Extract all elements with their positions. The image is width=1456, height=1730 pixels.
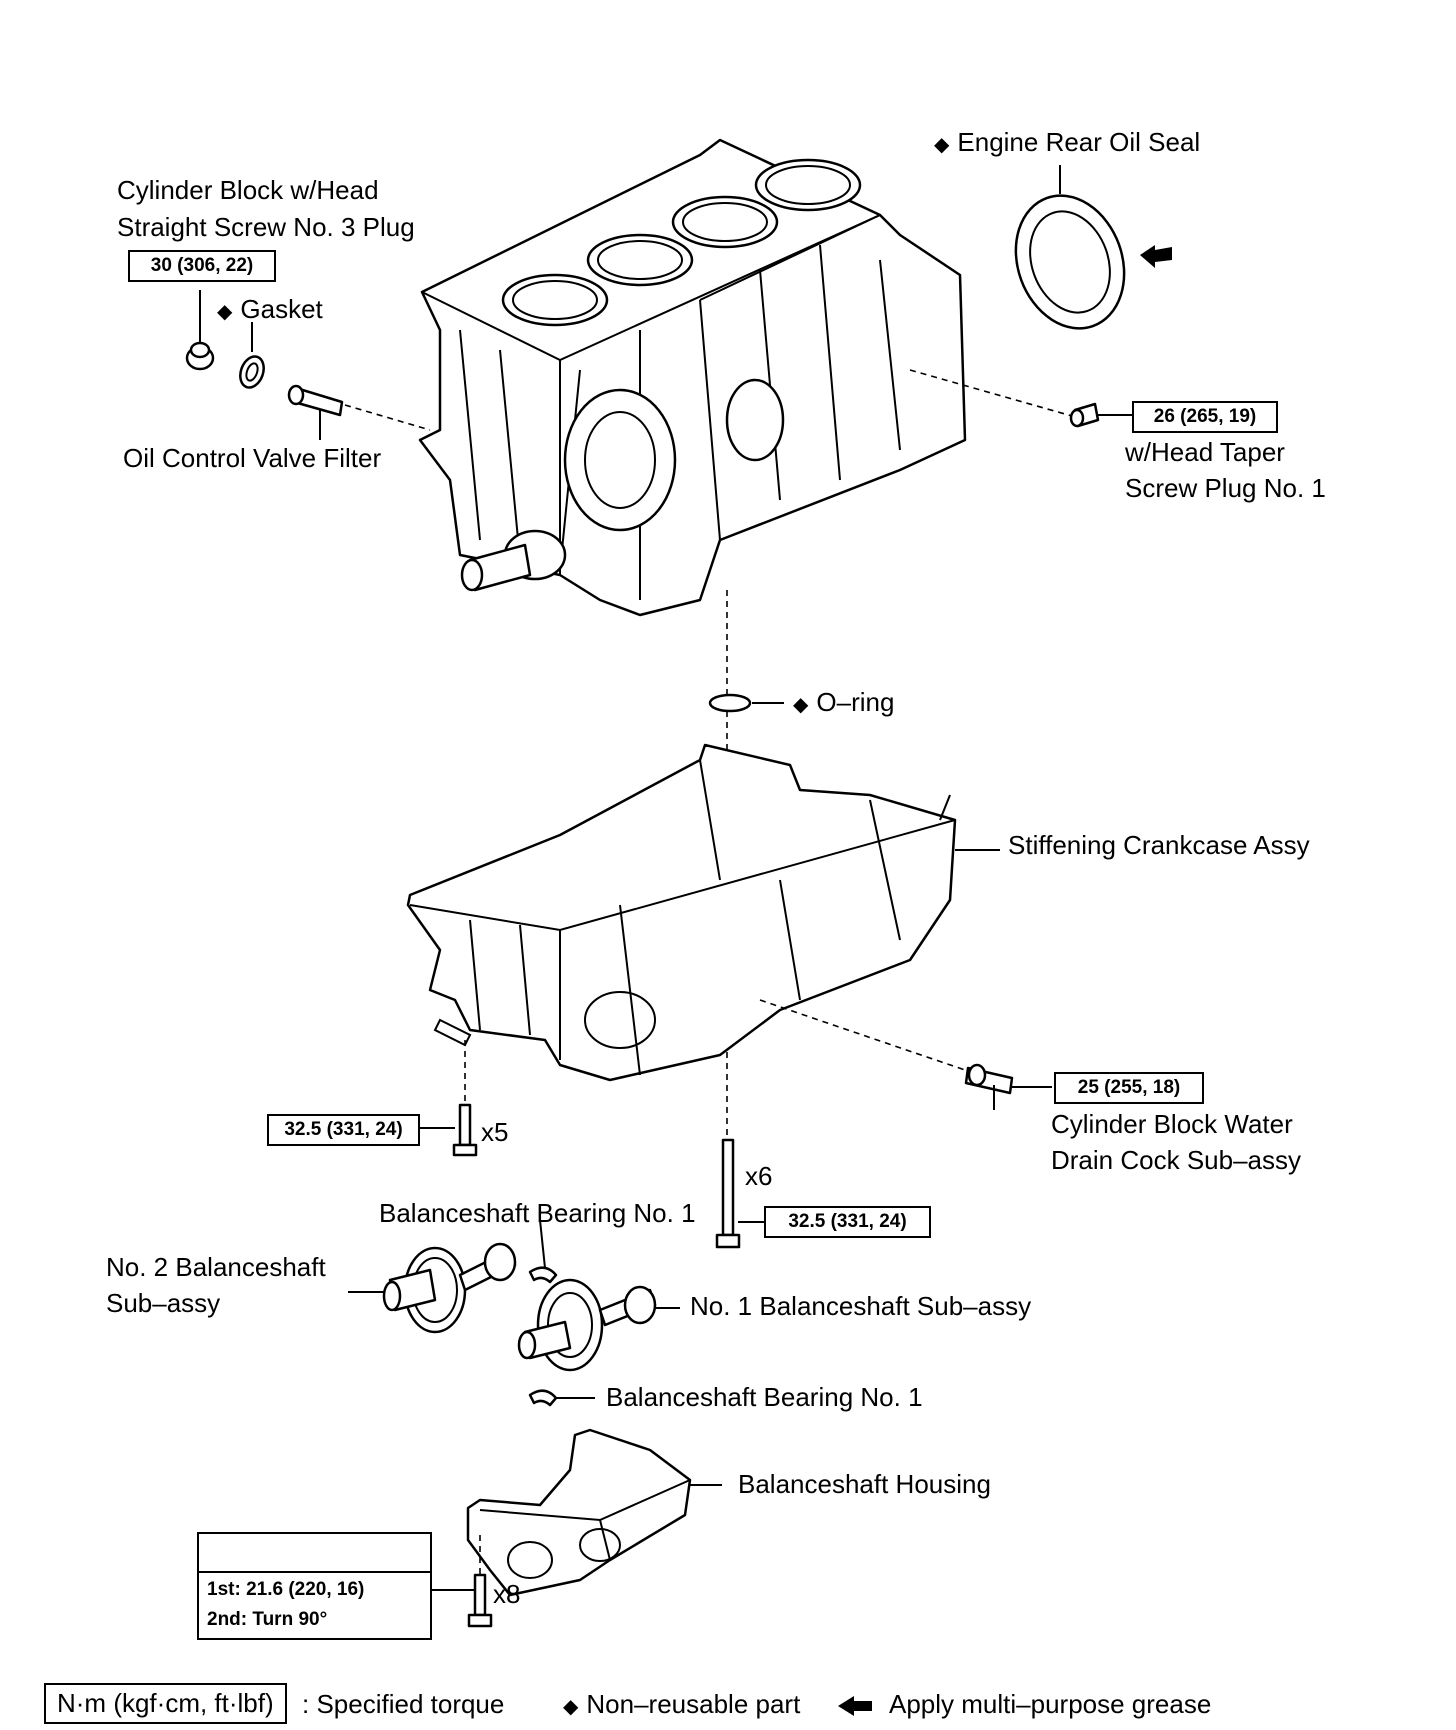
crankcase-bolt-center-drawing — [715, 1138, 765, 1249]
screw-plug-3-torque: 30 (306, 22) — [128, 250, 276, 282]
rear-oil-seal-label: ◆Engine Rear Oil Seal — [934, 127, 1201, 157]
housing-bolt-drawing — [430, 1573, 493, 1628]
housing-torque-step1: 1st: 21.6 (220, 16) — [207, 1579, 365, 1600]
screw-plug-3-label-line2: Straight Screw No. 3 Plug — [117, 212, 415, 242]
housing-torque-box: 1st: 21.6 (220, 16) 2nd: Turn 90° — [197, 1532, 432, 1640]
bearing-upper-label: Balanceshaft Bearing No. 1 — [379, 1198, 696, 1228]
bearing-lower-drawing — [528, 1389, 595, 1407]
drain-cock-drawing — [964, 1063, 1052, 1110]
legend-grease: Apply multi–purpose grease — [889, 1689, 1212, 1719]
gasket-drawing — [239, 322, 265, 389]
bearing-lower-label: Balanceshaft Bearing No. 1 — [606, 1382, 923, 1412]
balanceshaft-housing-drawing — [466, 1428, 722, 1597]
oil-control-valve-filter-label: Oil Control Valve Filter — [123, 443, 382, 473]
balanceshaft-housing-label: Balanceshaft Housing — [738, 1469, 991, 1499]
no1-balanceshaft-label: No. 1 Balanceshaft Sub–assy — [690, 1291, 1032, 1321]
drain-cock-torque: 25 (255, 18) — [1054, 1072, 1204, 1104]
oil-control-valve-filter-drawing — [287, 384, 344, 440]
arrow-left-icon — [838, 1696, 872, 1716]
taper-plug-label-line1: w/Head Taper — [1125, 437, 1285, 467]
bearing-upper-drawing — [528, 1219, 558, 1284]
crankcase-bolt-left-drawing — [418, 1103, 478, 1157]
center-bolt-count: x6 — [745, 1161, 773, 1191]
taper-plug-label-line2: Screw Plug No. 1 — [1125, 473, 1326, 503]
non-reusable-marker: ◆ — [793, 694, 809, 716]
gasket-label: ◆Gasket — [217, 294, 323, 324]
taper-plug-torque: 26 (265, 19) — [1132, 401, 1278, 433]
stiffening-crankcase-drawing — [406, 743, 1000, 1082]
legend-non-reusable: ◆Non–reusable part — [563, 1689, 801, 1719]
rear-oil-seal-drawing — [1014, 165, 1126, 330]
grease-arrow-icon — [1140, 245, 1172, 268]
legend-unit-box: N·m (kgf·cm, ft·lbf) — [44, 1683, 287, 1724]
housing-bolt-count: x8 — [493, 1579, 521, 1609]
drain-cock-label-line2: Drain Cock Sub–assy — [1051, 1145, 1301, 1175]
stiffening-crankcase-label: Stiffening Crankcase Assy — [1008, 830, 1310, 860]
crankcase-bolt-center-torque: 32.5 (331, 24) — [764, 1206, 931, 1238]
cylinder-block-drawing — [418, 138, 967, 617]
o-ring-drawing — [708, 693, 784, 713]
non-reusable-marker: ◆ — [563, 1696, 579, 1718]
o-ring-label: ◆O–ring — [793, 687, 895, 717]
no2-balanceshaft-label-line2: Sub–assy — [106, 1288, 221, 1318]
taper-plug-drawing — [1069, 402, 1132, 428]
no2-balanceshaft-label-line1: No. 2 Balanceshaft — [106, 1252, 326, 1282]
screw-plug-3-label-line1: Cylinder Block w/Head — [117, 175, 379, 205]
non-reusable-marker: ◆ — [217, 301, 233, 323]
no2-balanceshaft-drawing — [348, 1242, 517, 1334]
left-bolt-count: x5 — [481, 1117, 509, 1147]
drain-cock-label-line1: Cylinder Block Water — [1051, 1109, 1293, 1139]
no1-balanceshaft-drawing — [517, 1278, 680, 1372]
non-reusable-marker: ◆ — [934, 134, 950, 156]
legend-specified-torque: : Specified torque — [302, 1689, 505, 1719]
housing-torque-step2: 2nd: Turn 90° — [207, 1609, 328, 1630]
screw-plug-3-drawing — [185, 290, 215, 371]
crankcase-bolt-left-torque: 32.5 (331, 24) — [267, 1114, 420, 1146]
